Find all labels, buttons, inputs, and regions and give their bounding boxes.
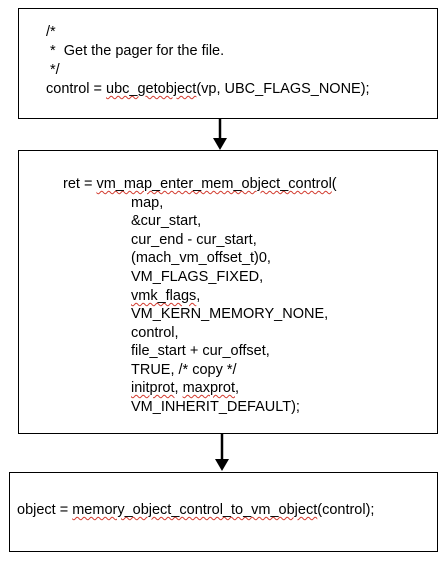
call-prefix: control = bbox=[46, 81, 107, 97]
to-vm-object-call: object = memory_object_control_to_vm_obj… bbox=[17, 501, 374, 520]
arg-map: map, bbox=[131, 195, 164, 211]
call-open: ( bbox=[331, 176, 337, 192]
arg-flags: VM_FLAGS_FIXED, bbox=[131, 269, 264, 285]
function-name: ubc_getobject bbox=[106, 81, 197, 97]
maxprot-word: maxprot bbox=[182, 380, 235, 396]
vmk-flags-word: vmk_flags bbox=[131, 288, 197, 304]
arg-vmk-flags: vmk_flags, bbox=[131, 287, 200, 306]
arg-size: cur_end - cur_start, bbox=[131, 232, 257, 248]
prot-comma: , bbox=[234, 380, 240, 396]
map-enter-call: ret = vm_map_enter_mem_object_control( bbox=[63, 175, 337, 194]
function-name: memory_object_control_to_vm_object bbox=[72, 502, 318, 518]
arrow-down-icon bbox=[213, 119, 227, 150]
arg-inherit: VM_INHERIT_DEFAULT); bbox=[131, 399, 300, 415]
code-box-get-pager bbox=[18, 8, 438, 119]
comment-open: /* bbox=[46, 24, 56, 40]
arg-file-offset: file_start + cur_offset, bbox=[131, 343, 270, 359]
initprot-word: initprot bbox=[131, 380, 175, 396]
arg-cur-start: &cur_start, bbox=[131, 213, 202, 229]
ubc-getobject-call: control = ubc_getobject(vp, UBC_FLAGS_NO… bbox=[46, 80, 370, 99]
code-box-to-vm-object bbox=[9, 472, 438, 552]
call-prefix: ret = bbox=[63, 176, 97, 192]
arg-copy: TRUE, /* copy */ bbox=[131, 362, 237, 378]
arrow-down-icon bbox=[215, 434, 229, 471]
call-args: (control); bbox=[317, 502, 375, 518]
call-prefix: object = bbox=[17, 502, 73, 518]
code-box-map-enter bbox=[18, 150, 438, 434]
comment-body: * Get the pager for the file. bbox=[46, 43, 225, 59]
call-args: (vp, UBC_FLAGS_NONE); bbox=[196, 81, 370, 97]
prot-separator: , bbox=[174, 380, 183, 396]
comment-close: */ bbox=[46, 62, 60, 78]
arg-kern-memory: VM_KERN_MEMORY_NONE, bbox=[131, 306, 329, 322]
arg-prot: initprot, maxprot, bbox=[131, 379, 239, 398]
arg-control: control, bbox=[131, 325, 179, 341]
function-name: vm_map_enter_mem_object_control bbox=[96, 176, 332, 192]
vmk-flags-comma: , bbox=[196, 288, 201, 304]
arg-offset: (mach_vm_offset_t)0, bbox=[131, 250, 271, 266]
